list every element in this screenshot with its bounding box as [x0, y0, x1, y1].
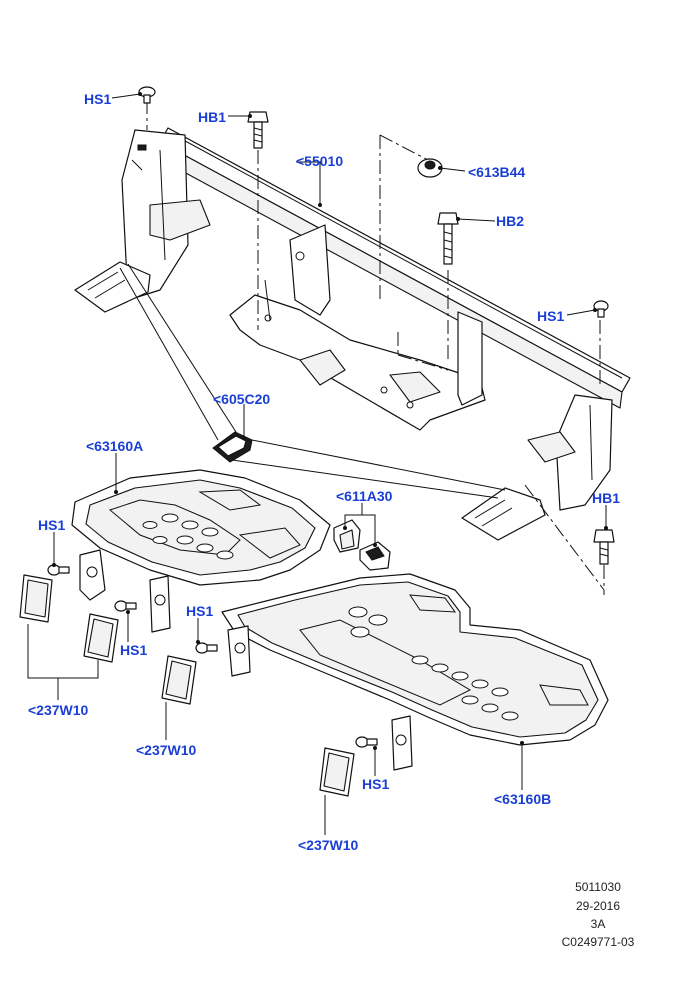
bolt-hb1-right: [593, 529, 615, 565]
reference-code-1: 5011030: [575, 880, 621, 894]
cap-237w10-a2: [83, 613, 119, 663]
label-hb2: HB2: [496, 213, 525, 229]
label-hs1-left-mid: HS1: [38, 517, 66, 533]
cap-237w10-b: [161, 655, 197, 705]
label-hb1-right: HB1: [592, 490, 621, 506]
assembly-guide-lines: [146, 100, 605, 595]
screw-hs1-bottom: [355, 736, 378, 748]
screw-hs1-left-low: [114, 600, 137, 612]
screw-hs1-right: [593, 300, 609, 318]
label-237w10-b: <237W10: [136, 742, 197, 758]
left-bracket: [74, 129, 211, 313]
cover-63160a: [71, 469, 331, 633]
center-bracket: [229, 224, 486, 431]
label-63160a: <63160A: [86, 438, 144, 454]
clip-611a30: [333, 519, 391, 571]
label-237w10-c: <237W10: [298, 837, 359, 853]
label-hs1-right: HS1: [537, 308, 565, 324]
label-237w10-a: <237W10: [28, 702, 89, 718]
cover-63160b: [221, 573, 609, 771]
reference-code-2: 29-2016: [575, 899, 621, 913]
label-hs1-center: HS1: [186, 603, 214, 619]
leader-lines: [27, 92, 608, 835]
label-55010: <55010: [296, 153, 344, 169]
label-hs1-left-low: HS1: [120, 642, 148, 658]
label-605c20: <605C20: [213, 391, 271, 407]
screw-hs1-left-mid: [47, 564, 70, 576]
label-hb1-top: HB1: [198, 109, 227, 125]
label-611a30: <611A30: [336, 488, 393, 504]
screw-hs1-center: [195, 642, 218, 654]
label-63160b: <63160B: [494, 791, 552, 807]
label-hs1-top-left: HS1: [84, 91, 112, 107]
reference-code-3: 3A: [590, 917, 606, 931]
label-hs1-bottom: HS1: [362, 776, 390, 792]
screw-hs1-top-left: [138, 86, 156, 104]
nut-613b44: [417, 158, 443, 178]
latch-605c20: [119, 263, 506, 499]
cross-member-55010: [157, 127, 631, 409]
cap-237w10-a1: [19, 574, 53, 623]
reference-code-4: C0249771-03: [561, 935, 635, 949]
right-bracket: [461, 394, 613, 541]
bolt-hb2: [437, 212, 459, 265]
cap-237w10-c: [319, 747, 355, 797]
bolt-hb1-top: [247, 111, 269, 149]
label-613b44: <613B44: [468, 164, 526, 180]
